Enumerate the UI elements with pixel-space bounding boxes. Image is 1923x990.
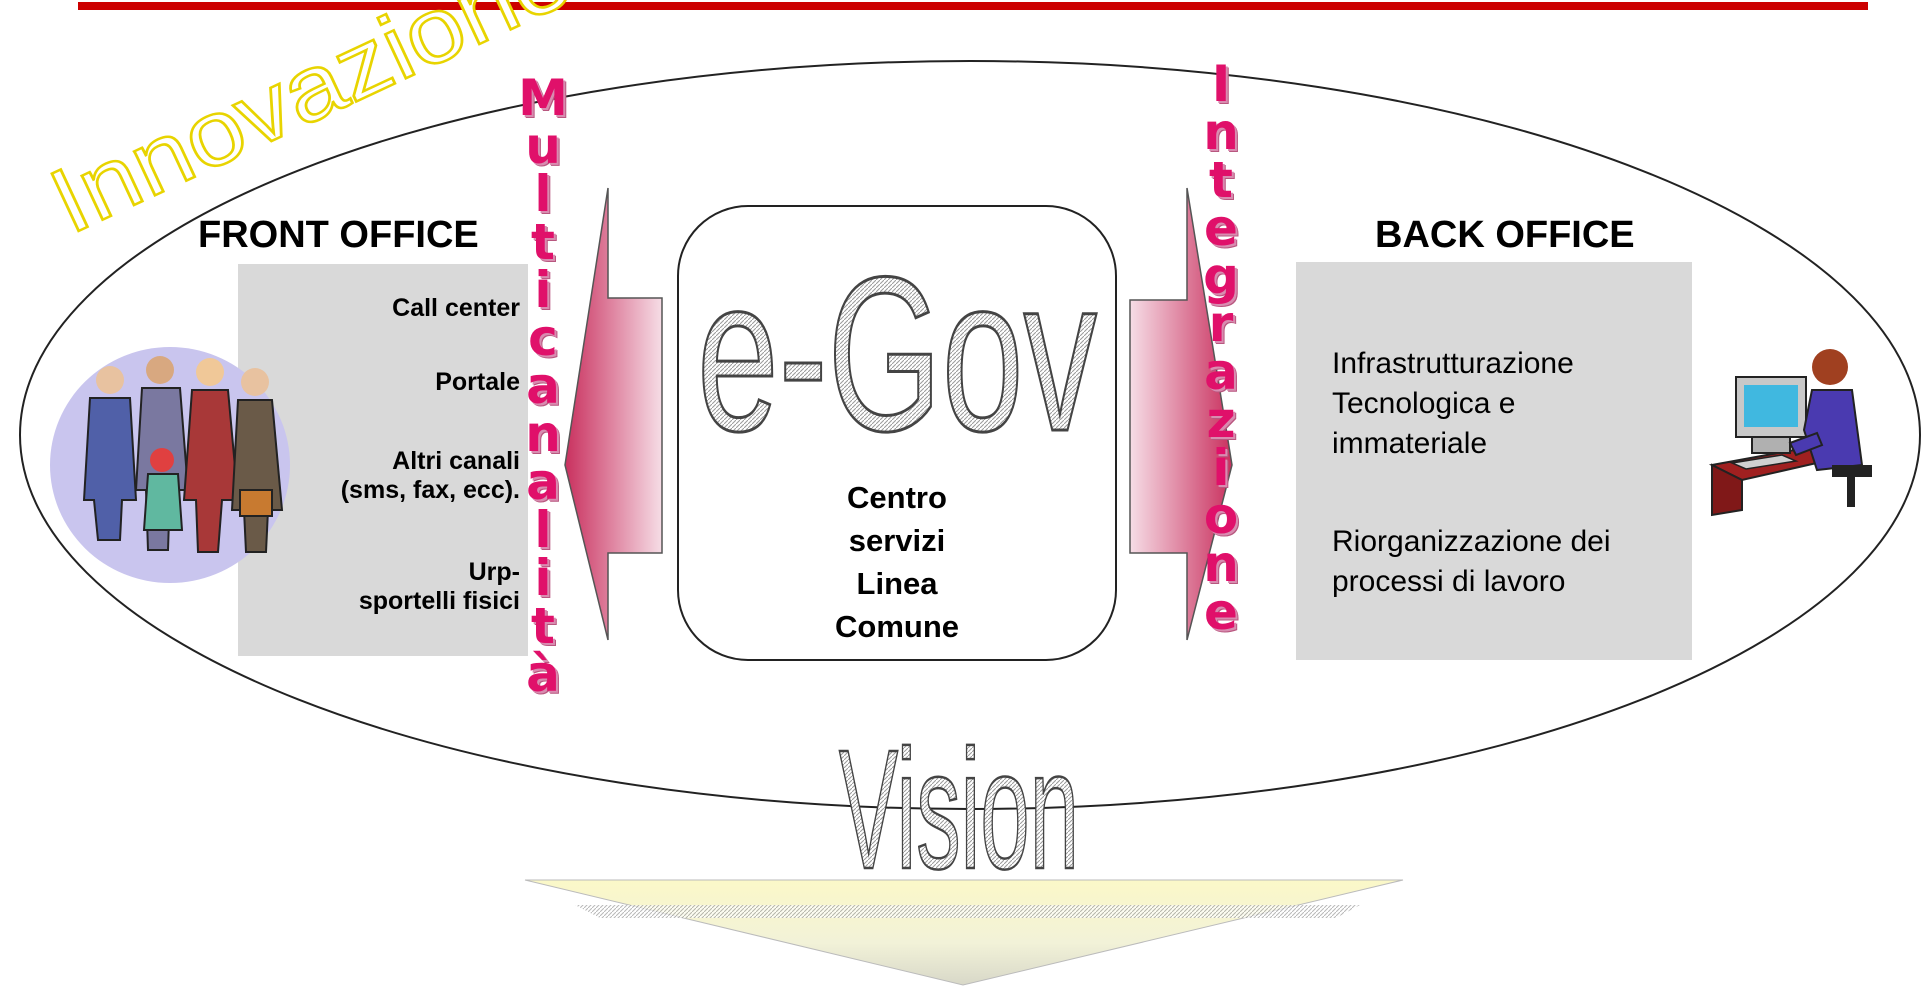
integrazione-letter: I — [1211, 55, 1231, 113]
multicanalita-letter: l — [534, 501, 552, 559]
integrazione-letter: n — [1203, 535, 1239, 593]
channel-portale: Portale — [435, 368, 520, 396]
multicanalita-letter: l — [534, 165, 552, 223]
egov-logo: e-Gov — [697, 231, 1097, 477]
computer-worker-icon — [1708, 349, 1872, 517]
integrazione-letter: o — [1203, 487, 1239, 545]
integrazione-letter: r — [1208, 295, 1234, 353]
center-line-3: Linea — [856, 566, 938, 601]
left-arrow — [564, 187, 663, 641]
back-office-item-riorganizzazione: Riorganizzazione dei processi di lavoro — [1332, 525, 1611, 598]
center-line-2: servizi — [848, 523, 946, 558]
integrazione-letter: z — [1206, 391, 1236, 449]
multicanalita-letter: i — [534, 549, 552, 607]
channel-urp: Urp- sportelli fisici — [358, 558, 520, 615]
back-office-item-infrastrutturazione: Infrastrutturazione Tecnologica e immate… — [1332, 347, 1574, 460]
integrazione-letter: a — [1204, 343, 1238, 401]
channel-altri-canali: Altri canali (sms, fax, ecc). — [340, 447, 520, 504]
vision-word: Vision — [839, 715, 1079, 905]
top-red-rule — [78, 2, 1868, 10]
channel-call-center: Call center — [392, 294, 520, 322]
integrazione-letter: t — [1209, 151, 1233, 209]
vision-arrow-hatch-band — [575, 905, 1360, 918]
integrazione-letter: n — [1203, 103, 1239, 161]
back-office-heading: BACK OFFICE — [1375, 214, 1635, 256]
multicanalita-letter: a — [526, 357, 560, 415]
multicanalita-letter: n — [525, 405, 561, 463]
center-box — [677, 205, 1117, 661]
multicanalita-letter: à — [526, 645, 560, 703]
multicanalita-letter: i — [534, 261, 552, 319]
multicanalita-letter: c — [528, 309, 558, 367]
multicanalita-letter: t — [531, 597, 555, 655]
people-group-icon — [50, 347, 290, 583]
vision-down-arrow — [524, 879, 1404, 986]
integrazione-letter: i — [1212, 439, 1230, 497]
center-line-1: Centro — [847, 480, 947, 515]
multicanalita-letter: t — [531, 213, 555, 271]
right-arrow — [1129, 187, 1233, 641]
integrazione-letter: g — [1203, 247, 1239, 305]
center-service-text: Centro servizi Linea Comune — [797, 476, 997, 648]
integrazione-letter: e — [1204, 583, 1238, 641]
main-ellipse — [19, 60, 1921, 810]
integrazione-letter: e — [1204, 199, 1238, 257]
multicanalita-letter: a — [526, 453, 560, 511]
center-line-4: Comune — [835, 609, 959, 644]
multicanalita-letter: u — [525, 117, 561, 175]
back-office-box — [1296, 262, 1692, 660]
multicanalita-letter: M — [518, 69, 568, 127]
front-office-heading: FRONT OFFICE — [198, 214, 479, 256]
